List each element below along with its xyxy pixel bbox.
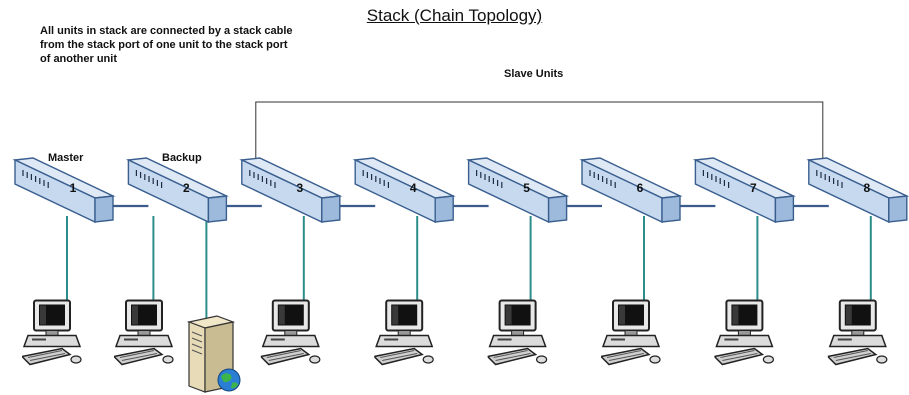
switch-side-face xyxy=(661,195,681,223)
network-switch-1: 1 xyxy=(12,157,116,224)
stack-description: All units in stack are connected by a st… xyxy=(40,25,293,65)
switch-number-label: 8 xyxy=(863,181,870,195)
switch-side-face xyxy=(94,195,114,223)
switch-number-label: 2 xyxy=(183,181,190,195)
server-tower-icon xyxy=(186,315,241,393)
globe-land xyxy=(221,373,232,383)
server-drive-slot xyxy=(191,349,203,355)
desktop-computer-icon xyxy=(827,299,888,366)
desktop-computer-icon xyxy=(714,299,775,366)
switch-number-label: 6 xyxy=(637,181,644,195)
network-switch-8: 8 xyxy=(806,157,909,224)
network-switch-7: 7 xyxy=(692,157,796,224)
switch-number-label: 1 xyxy=(70,181,77,195)
switch-side-face xyxy=(434,195,454,223)
desktop-computer-icon xyxy=(114,299,175,366)
master-label: Master xyxy=(48,152,84,164)
backup-label: Backup xyxy=(162,152,202,164)
diagram-title: Stack (Chain Topology) xyxy=(366,6,543,25)
desktop-computer-icon xyxy=(487,299,548,366)
server-drive-slot xyxy=(191,337,203,343)
globe-icon xyxy=(217,368,241,392)
network-switch-4: 4 xyxy=(352,157,456,224)
desktop-computer-icon xyxy=(374,299,435,366)
network-switch-5: 5 xyxy=(466,157,570,224)
globe-land xyxy=(231,382,238,389)
slave-units-label: Slave Units xyxy=(504,68,564,80)
server-drive-slot xyxy=(191,343,203,349)
network-switch-2: 2 xyxy=(125,157,229,224)
server-front xyxy=(188,321,206,393)
switch-number-label: 3 xyxy=(296,181,303,195)
desktop-computer-icon xyxy=(22,299,83,366)
slave-units-bracket xyxy=(255,101,824,176)
switch-side-face xyxy=(888,195,908,223)
switch-number-label: 4 xyxy=(410,181,417,195)
nodes-layer: 1 2 3 4 5 6 7 8 xyxy=(12,157,909,393)
server-drive-slot xyxy=(191,331,203,337)
desktop-computer-icon xyxy=(260,299,321,366)
switch-side-face xyxy=(321,195,341,223)
network-switch-6: 6 xyxy=(579,157,683,224)
switch-side-face xyxy=(774,195,795,223)
switch-number-label: 5 xyxy=(523,181,530,195)
network-switch-3: 3 xyxy=(239,157,343,224)
links-layer xyxy=(66,101,872,322)
switch-side-face xyxy=(207,195,228,223)
switch-number-label: 7 xyxy=(750,181,757,195)
desktop-computer-icon xyxy=(601,299,662,366)
switch-side-face xyxy=(547,195,568,223)
